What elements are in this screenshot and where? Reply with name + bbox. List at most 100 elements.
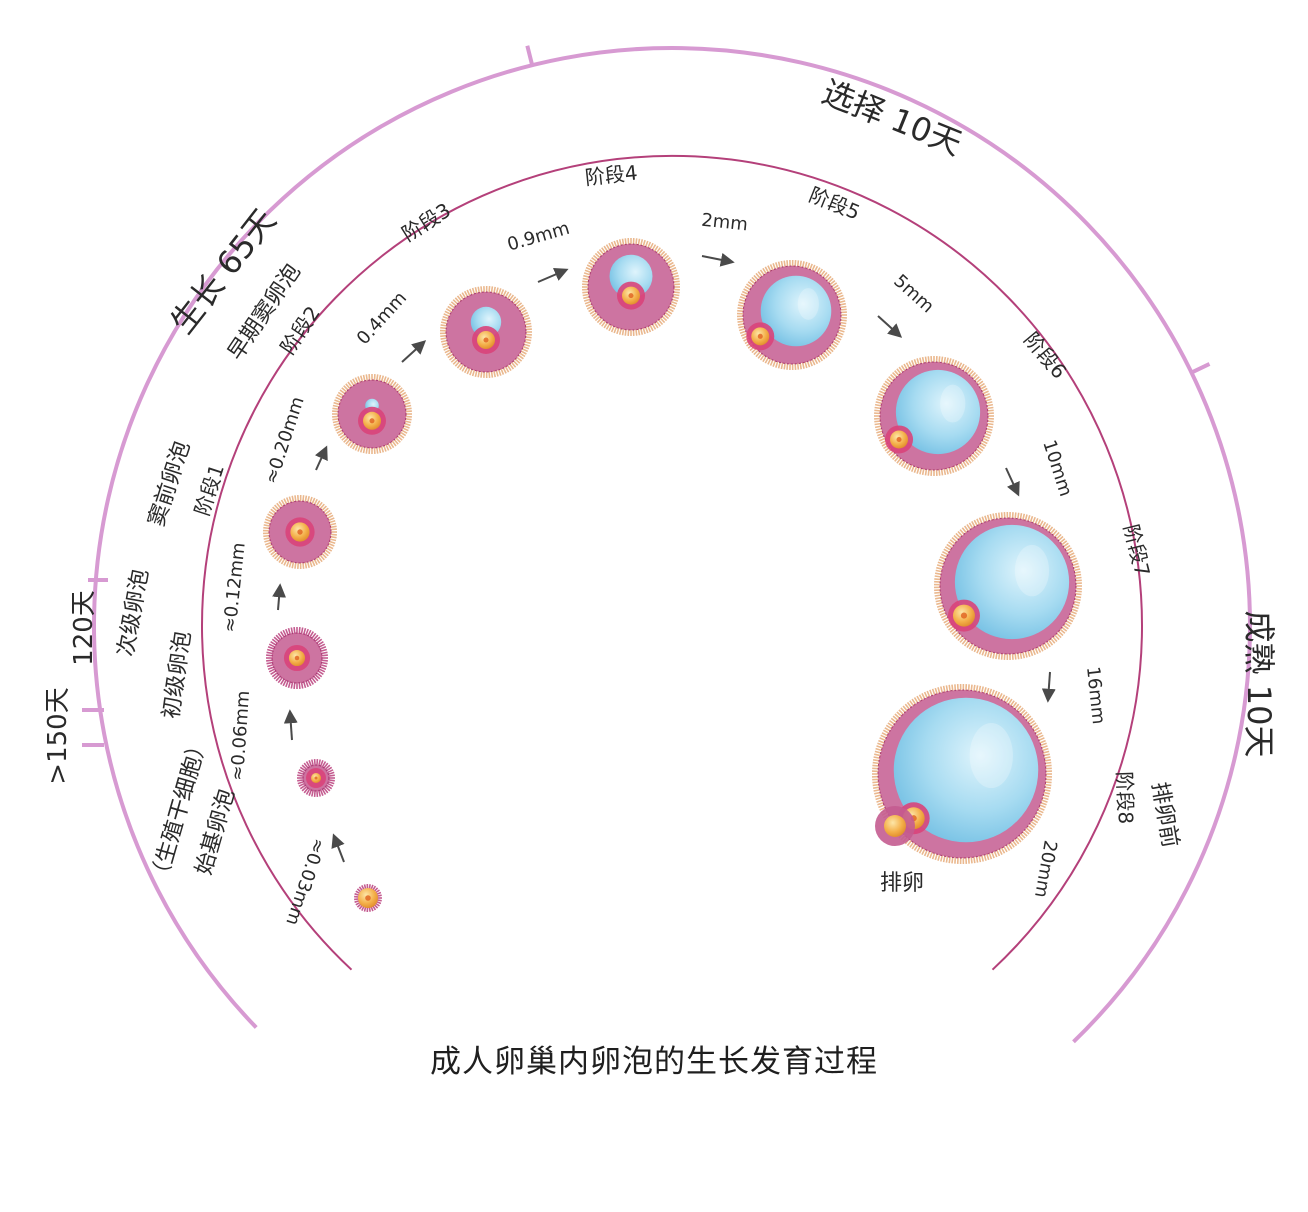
theca-strand	[341, 434, 348, 441]
theca-strand	[1034, 813, 1041, 819]
theca-strand	[1002, 695, 1008, 703]
theca-strand	[837, 328, 845, 333]
theca-strand	[916, 845, 922, 853]
theca-strand	[877, 432, 885, 437]
theca-strand	[291, 495, 295, 503]
theca-strand	[1029, 820, 1037, 826]
theca-strand	[806, 262, 811, 270]
theca-strand	[287, 627, 292, 636]
ovulated-oocyte-body	[884, 815, 906, 837]
theca-strand	[885, 724, 893, 730]
theca-strand	[454, 297, 461, 304]
theca-strand	[1029, 648, 1034, 657]
theca-strand	[311, 559, 316, 567]
theca-strand	[900, 365, 906, 372]
follicle-4	[332, 374, 412, 454]
theca-strand	[741, 290, 749, 296]
theca-strand	[324, 764, 331, 771]
theca-strand	[440, 337, 448, 340]
theca-strand	[314, 673, 321, 680]
theca-strand	[319, 663, 328, 668]
theca-strand	[515, 302, 523, 308]
theca-strand	[263, 537, 271, 540]
theca-strand	[1063, 621, 1071, 628]
theca-strand	[504, 365, 510, 373]
theca-strand	[815, 355, 821, 363]
theca-strand	[308, 631, 314, 639]
theca-strand	[1043, 788, 1051, 792]
theca-strand	[1009, 841, 1015, 848]
theca-strand	[978, 444, 985, 450]
theca-strand	[285, 628, 290, 636]
theca-strand	[343, 436, 350, 443]
progression-arrows	[272, 252, 1056, 863]
theca-strand	[916, 358, 920, 366]
theca-strand	[285, 497, 290, 505]
theca-strand	[970, 372, 976, 379]
follicle-type-primary: 初级卵泡	[159, 630, 196, 721]
theca-strand	[266, 651, 274, 655]
theca-strand	[384, 377, 390, 385]
stage-label-7: 阶段7	[1119, 522, 1155, 579]
theca-strand	[1053, 633, 1060, 641]
theca-strand	[900, 460, 906, 467]
theca-strand	[265, 515, 274, 521]
theca-strand	[799, 260, 802, 268]
theca-strand	[921, 848, 926, 855]
inner-stage-arc	[201, 155, 1143, 971]
theca-strand	[445, 308, 453, 313]
size-label-8: 10mm	[1038, 437, 1076, 499]
theca-strand	[672, 277, 680, 281]
theca-strand	[670, 300, 678, 305]
theca-strand	[586, 305, 594, 310]
theca-strand	[449, 355, 456, 361]
theca-strand	[668, 305, 676, 310]
theca-strand	[305, 788, 311, 795]
arrow-icon	[272, 583, 287, 611]
stage-label-4: 阶段4	[584, 160, 639, 189]
theca-strand	[957, 462, 963, 470]
theca-strand	[1021, 513, 1026, 521]
theca-strand	[270, 641, 278, 647]
theca-strand	[480, 370, 483, 378]
antrum-highlight	[969, 723, 1013, 789]
theca-strand	[298, 769, 306, 774]
theca-strand	[642, 326, 646, 335]
theca-strand	[783, 260, 786, 268]
theca-strand	[935, 599, 943, 603]
theca-strand	[875, 796, 883, 801]
theca-strand	[308, 560, 313, 568]
theca-strand	[838, 324, 846, 328]
theca-strand	[298, 782, 306, 787]
theca-strand	[834, 335, 842, 341]
theca-strand	[884, 380, 892, 386]
theca-strand	[440, 324, 448, 327]
theca-strand	[1069, 610, 1077, 615]
theca-strand	[988, 688, 993, 696]
theca-strand	[998, 512, 1001, 520]
theca-strand	[319, 788, 324, 796]
theca-strand	[978, 855, 982, 863]
theca-strand	[337, 431, 345, 437]
theca-strand	[966, 641, 972, 649]
theca-strand	[1058, 538, 1066, 544]
theca-strand	[952, 360, 958, 368]
size-label-3: ≈0.20mm	[261, 394, 309, 486]
theca-strand	[1029, 515, 1034, 524]
theca-strand	[329, 533, 337, 536]
theca-strand	[905, 462, 911, 470]
theca-strand	[831, 340, 839, 346]
theca-strand	[981, 516, 986, 524]
theca-strand	[959, 363, 965, 371]
theca-strand	[297, 779, 305, 782]
theca-strand	[872, 764, 880, 767]
theca-strand	[981, 648, 986, 656]
arrow-icon	[537, 267, 569, 283]
theca-strand	[1041, 521, 1047, 529]
arrow-icon	[401, 340, 427, 363]
follicle-7	[736, 259, 847, 371]
theca-strand	[449, 303, 456, 309]
theca-strand	[944, 546, 952, 552]
theca-strand	[319, 646, 327, 651]
